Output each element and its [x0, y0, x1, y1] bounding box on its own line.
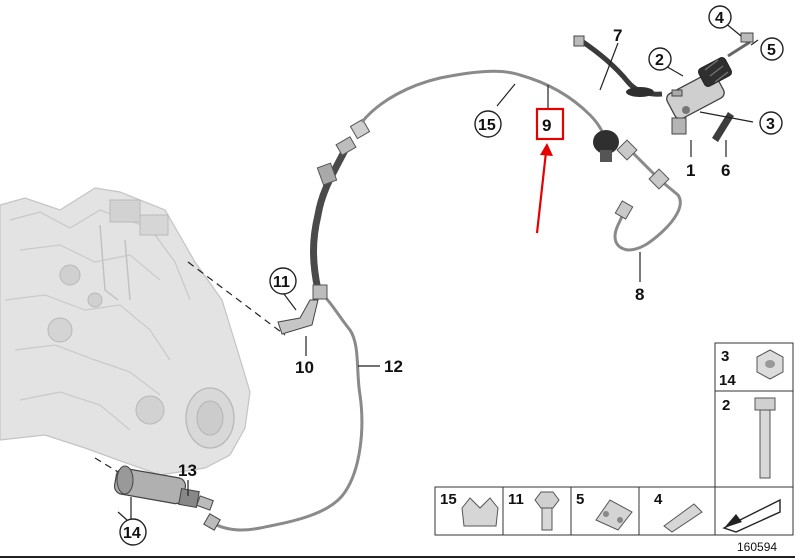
long-bolt-head-icon: [754, 397, 776, 411]
leader-dashed-slave: [94, 457, 129, 479]
pipe-line-15: [360, 69, 609, 149]
highlight-box-part-9: [535, 107, 565, 141]
hose-fitting-top: [335, 136, 357, 156]
callout-circle-5: [760, 37, 784, 61]
hose7-clip: [626, 87, 654, 97]
short-bolt-shank-icon: [541, 507, 553, 531]
legend-clip-5-label: 5: [576, 491, 584, 508]
callout-circle-2: [648, 47, 672, 71]
legend-bolt-11-label: 11: [508, 491, 524, 508]
callout-14[interactable]: 14: [123, 525, 141, 542]
clevis: [740, 32, 754, 43]
pipe-line-8: [613, 148, 682, 252]
screw-part-2: [671, 89, 683, 97]
callout-12[interactable]: 12: [384, 357, 403, 376]
clip-icon: [461, 497, 499, 527]
nut-hole: [765, 360, 775, 368]
part-6-bracket: [712, 112, 734, 142]
callout-15[interactable]: 15: [478, 117, 496, 134]
hose-fitting-mid: [316, 162, 338, 186]
legend-nut-label-top: 3: [721, 348, 729, 365]
hose-fitting-upper: [349, 118, 371, 140]
callout-13[interactable]: 13: [178, 461, 197, 480]
callout-circle-11: [269, 267, 297, 295]
hose-line: [310, 148, 349, 291]
highlight-arrow-head: [540, 143, 553, 156]
highlight-arrow-shaft: [535, 151, 548, 234]
legend-nut-label-bottom: 14: [719, 372, 736, 389]
legend-box-bolt-11: [502, 486, 572, 536]
legend-panel: 3 14 2 15 11 5 4: [434, 342, 794, 536]
pipe8-fitting-b: [648, 168, 670, 190]
master-cylinder: [666, 57, 733, 135]
pin-icon: [663, 503, 703, 533]
gearbox-illustration: [0, 187, 251, 476]
reservoir-neck: [600, 150, 612, 162]
diagram-number: 160594: [737, 540, 777, 554]
legend-pin-4-label: 4: [654, 491, 663, 508]
callout-circle-14: [119, 518, 147, 546]
callout-circle-4: [708, 5, 732, 29]
continuation-arrow-icon: [722, 498, 781, 533]
hose-fitting-bottom: [312, 284, 328, 300]
callout-circle-15: [474, 110, 502, 138]
legend-clip-15-label: 15: [440, 491, 457, 508]
short-bolt-head-icon: [534, 491, 560, 509]
reservoir-fitting: [593, 130, 619, 154]
pushrod: [727, 40, 751, 58]
legend-bolt-label: 2: [722, 397, 730, 414]
pipe-line-12: [209, 288, 364, 532]
callout-6[interactable]: 6: [721, 161, 730, 180]
spring-clip-icon: [595, 499, 633, 531]
leader-dashed-gearbox: [187, 261, 286, 336]
callout-5[interactable]: 5: [767, 42, 776, 59]
callout-3[interactable]: 3: [766, 116, 775, 133]
callout-11[interactable]: 11: [273, 274, 290, 291]
bracket-part-10: [277, 299, 319, 335]
callout-1[interactable]: 1: [686, 161, 695, 180]
callout-4[interactable]: 4: [715, 10, 724, 27]
callout-circle-3: [759, 111, 783, 135]
legend-box-bolt: [714, 390, 794, 488]
callout-8[interactable]: 8: [635, 285, 644, 304]
callout-2[interactable]: 2: [655, 52, 664, 69]
hose-part-7: [578, 37, 663, 97]
callout-9[interactable]: 9: [542, 116, 551, 135]
continuation-arrow-head: [724, 514, 742, 528]
callout-10[interactable]: 10: [295, 358, 314, 377]
long-bolt-shank-icon: [759, 409, 771, 479]
pipe12-end-fitting: [203, 513, 221, 531]
slave-cylinder: [113, 465, 214, 511]
pipe8-fitting-c: [614, 200, 634, 220]
callout-7[interactable]: 7: [613, 26, 622, 45]
pipe8-fitting-a: [616, 139, 638, 161]
hose7-end: [573, 35, 585, 47]
